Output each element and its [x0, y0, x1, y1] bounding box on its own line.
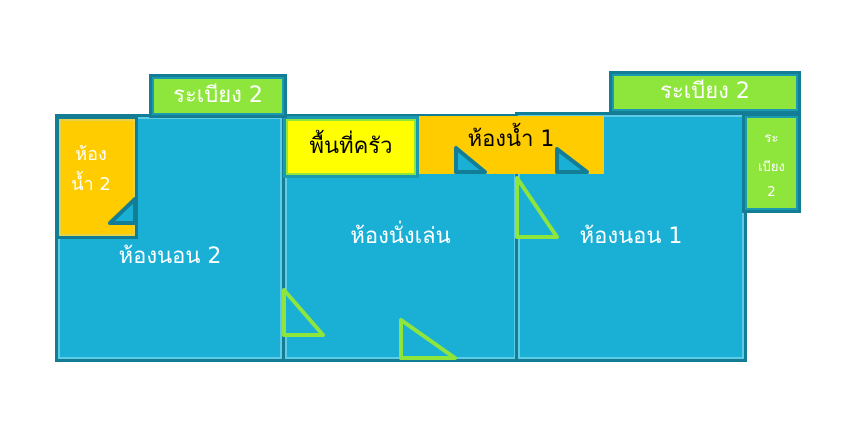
balcony-right: ระเบียง 2: [609, 71, 801, 114]
balcony-side-line3: 2: [767, 184, 776, 200]
kitchen-label: พื้นที่ครัว: [309, 133, 393, 159]
balcony-side-line1: ระ: [764, 130, 779, 146]
door-bedroom-1-icon: [515, 176, 559, 239]
door-bathroom-2-icon: [108, 197, 137, 225]
balcony-side-line2: เบียง: [758, 159, 785, 175]
living-room-label: ห้องนั่งเล่น: [350, 224, 451, 249]
door-living-bottom-icon: [399, 318, 457, 360]
bedroom-1-label: ห้องนอน 1: [579, 224, 683, 249]
door-bathroom-1b-icon: [555, 147, 589, 174]
balcony-right-label: ระเบียง 2: [660, 79, 750, 105]
bedroom-2-label: ห้องนอน 2: [118, 244, 222, 269]
bathroom-2-label-line1: ห้อง: [75, 144, 107, 165]
balcony-left-label: ระเบียง 2: [173, 82, 263, 108]
balcony-side: ระ เบียง 2: [742, 113, 801, 213]
balcony-left: ระเบียง 2: [149, 74, 287, 118]
door-living-left-icon: [282, 288, 325, 337]
bathroom-2-label-line2: น้ำ 2: [71, 173, 111, 195]
door-bathroom-1a-icon: [454, 146, 487, 174]
bathroom-1-label: ห้องน้ำ 1: [467, 127, 555, 152]
kitchen: พื้นที่ครัว: [283, 116, 419, 178]
